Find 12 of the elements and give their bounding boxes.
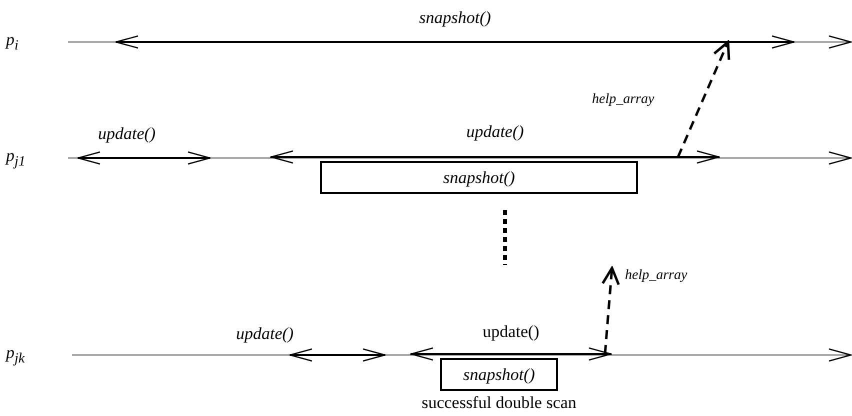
scan-box <box>440 358 558 391</box>
dashed-arrow <box>601 266 620 354</box>
node-label: successful double scan <box>420 393 578 413</box>
scan-box <box>320 161 638 194</box>
operation-name: snapshot() <box>463 364 535 384</box>
process-name: p$_{j1}$ <box>6 146 26 172</box>
operation-name: update() <box>98 124 156 144</box>
operation-name: update() <box>236 324 294 344</box>
process-name: p$_{i}$ <box>6 30 18 56</box>
process-name: p$_{jk}$ <box>6 343 25 368</box>
dashed-arrow <box>676 40 730 158</box>
operation-name: snapshot() <box>443 168 515 188</box>
